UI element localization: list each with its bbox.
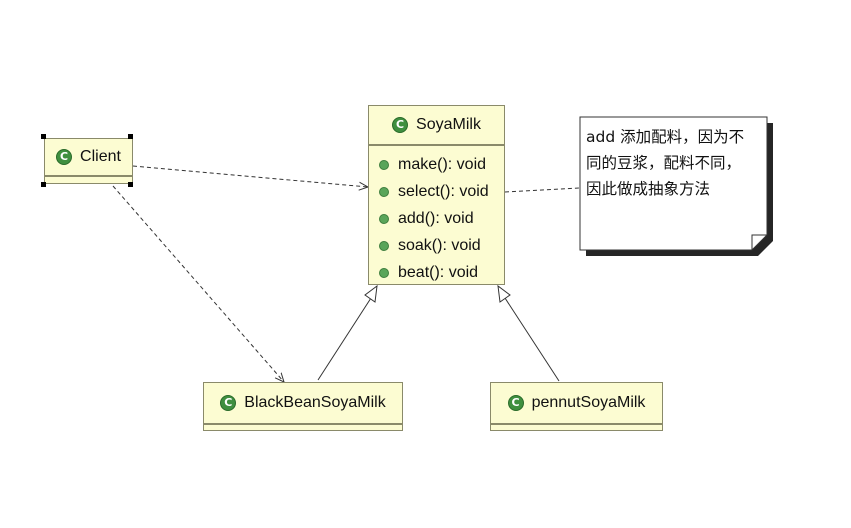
- selection-handle[interactable]: [128, 134, 133, 139]
- generalization-arrowhead-left: [364, 284, 378, 303]
- method-item[interactable]: beat(): void: [369, 259, 504, 286]
- class-icon: C: [56, 149, 73, 165]
- public-method-icon: [379, 240, 389, 251]
- generalization-arrowhead-right: [497, 284, 511, 303]
- note-line: 因此做成抽象方法: [586, 180, 711, 198]
- method-item[interactable]: make(): void: [369, 151, 504, 178]
- class-name: pennutSoyaMilk: [531, 394, 646, 411]
- class-name: SoyaMilk: [416, 116, 481, 133]
- method-item[interactable]: add(): void: [369, 205, 504, 232]
- public-method-icon: [379, 213, 389, 224]
- public-method-icon: [379, 159, 389, 170]
- class-name: Client: [80, 148, 121, 165]
- class-blackbeansoyamilk[interactable]: C BlackBeanSoyaMilk: [203, 382, 403, 431]
- public-method-icon: [379, 267, 389, 278]
- selection-handle[interactable]: [41, 182, 46, 187]
- method-signature: add(): void: [398, 209, 474, 227]
- class-name: BlackBeanSoyaMilk: [244, 394, 386, 411]
- class-icon: C: [220, 395, 237, 411]
- method-signature: beat(): void: [398, 263, 479, 281]
- class-pennutsoyamilk[interactable]: C pennutSoyaMilk: [490, 382, 663, 431]
- dependency-client-soyamilk: [132, 165, 368, 187]
- class-icon: C: [507, 395, 524, 411]
- method-item[interactable]: soak(): void: [369, 232, 504, 259]
- method-signature: select(): void: [398, 182, 489, 200]
- dependency-client-blackbean: [112, 185, 284, 382]
- method-signature: make(): void: [398, 155, 487, 173]
- note-text: add 添加配料，因为不 同的豆浆，配料不同， 因此做成抽象方法: [586, 124, 764, 202]
- note-box[interactable]: [579, 116, 773, 256]
- method-item[interactable]: select(): void: [369, 178, 504, 205]
- public-method-icon: [379, 186, 389, 197]
- method-signature: soak(): void: [398, 236, 481, 254]
- class-soyamilk[interactable]: C SoyaMilk make(): void select(): void a…: [368, 105, 505, 285]
- generalization-pennut: [504, 297, 560, 382]
- class-client[interactable]: C Client: [44, 138, 133, 184]
- method-list: make(): void select(): void add(): void …: [369, 149, 504, 286]
- selection-handle[interactable]: [128, 182, 133, 187]
- selection-handle[interactable]: [41, 134, 46, 139]
- note-line: add 添加配料，因为不: [586, 128, 745, 146]
- note-anchor-line: [504, 187, 581, 193]
- note-line: 同的豆浆，配料不同，: [586, 154, 742, 172]
- class-icon: C: [392, 117, 409, 133]
- generalization-blackbean: [317, 297, 372, 381]
